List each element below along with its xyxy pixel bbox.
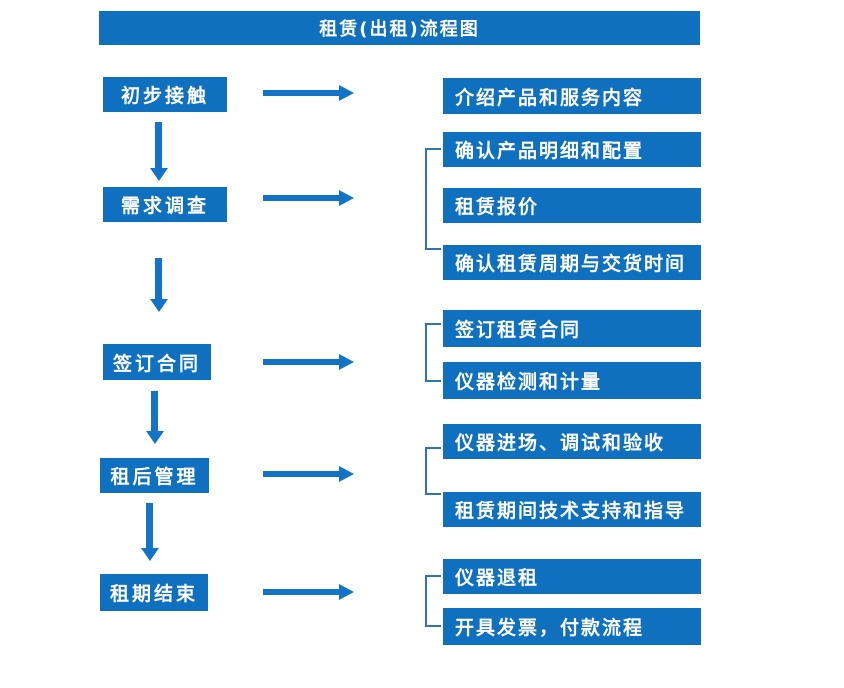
output-box-confirm-period-delivery: 确认租赁周期与交货时间 <box>443 245 701 280</box>
group-bracket-demand-survey <box>425 148 441 250</box>
step-box-rental-end: 租期结束 <box>100 574 208 611</box>
output-box-confirm-product-details: 确认产品明细和配置 <box>443 132 701 167</box>
right-arrow-1 <box>263 90 339 96</box>
right-arrow-4 <box>263 471 339 477</box>
down-arrow-3 <box>151 391 158 431</box>
group-bracket-sign-contract <box>425 323 441 382</box>
group-bracket-rental-end <box>425 575 441 627</box>
output-box-tech-support-guidance: 租赁期间技术支持和指导 <box>443 492 701 527</box>
step-box-demand-survey: 需求调查 <box>103 187 227 222</box>
down-arrow-2 <box>155 258 162 299</box>
output-box-intro-products-services: 介绍产品和服务内容 <box>443 78 701 114</box>
right-arrow-3 <box>263 359 339 365</box>
output-box-instrument-return: 仪器退租 <box>443 559 701 594</box>
output-box-invoice-payment: 开具发票，付款流程 <box>443 608 701 645</box>
group-bracket-post-rental-management <box>425 447 441 495</box>
step-box-post-rental-management: 租后管理 <box>100 458 209 493</box>
output-box-instrument-setup-accept: 仪器进场、调试和验收 <box>443 424 701 459</box>
output-box-instrument-testing: 仪器检测和计量 <box>443 362 701 399</box>
down-arrow-1 <box>155 122 162 168</box>
right-arrow-2 <box>263 195 339 201</box>
output-box-rental-quote: 租赁报价 <box>443 188 701 223</box>
down-arrow-4 <box>146 503 153 548</box>
step-box-initial-contact: 初步接触 <box>103 77 227 112</box>
step-box-sign-contract: 签订合同 <box>103 344 211 380</box>
flowchart-title: 租赁(出租)流程图 <box>99 11 700 45</box>
output-box-sign-rental-contract: 签订租赁合同 <box>443 310 701 347</box>
right-arrow-5 <box>263 589 339 595</box>
